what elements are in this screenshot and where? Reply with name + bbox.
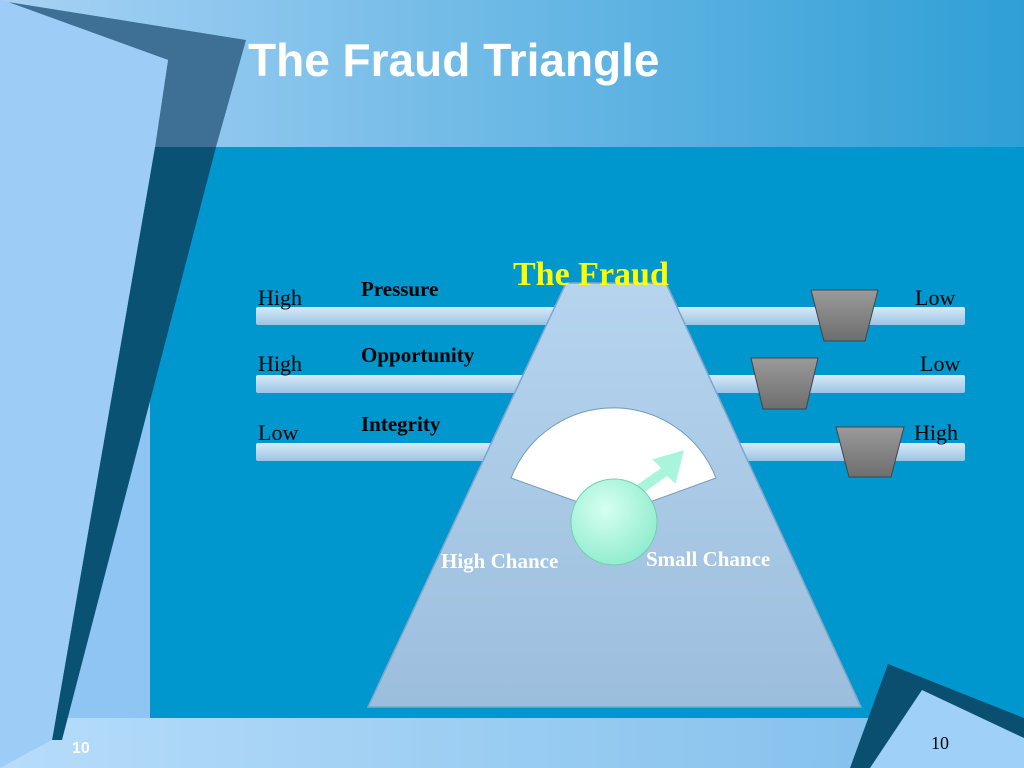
pressure-left-label: High bbox=[258, 285, 302, 310]
pressure-label: Pressure bbox=[361, 277, 439, 301]
gauge-knob bbox=[570, 478, 658, 566]
opportunity-weight bbox=[750, 357, 819, 410]
slide-number-right: 10 bbox=[931, 733, 949, 753]
left-light-strip bbox=[0, 0, 168, 768]
opportunity-left-label: High bbox=[258, 351, 302, 376]
left-dark-wedge bbox=[52, 147, 216, 740]
opportunity-label: Opportunity bbox=[361, 343, 475, 367]
pressure-right-label: Low bbox=[915, 285, 956, 310]
slide-title: The Fraud Triangle bbox=[248, 34, 660, 86]
integrity-left-label: Low bbox=[258, 420, 299, 445]
corner-dark-ribbon bbox=[8, 2, 246, 147]
bottom-right-light-wedge bbox=[870, 690, 1024, 768]
fraud-label: The Fraud bbox=[513, 256, 669, 293]
gauge-dial bbox=[510, 407, 717, 516]
integrity-label: Integrity bbox=[361, 412, 441, 436]
integrity-weight bbox=[835, 426, 905, 478]
high-chance-label: High Chance bbox=[441, 549, 559, 573]
small-chance-label: Small Chance bbox=[646, 547, 771, 571]
integrity-right-label: High bbox=[914, 420, 958, 445]
opportunity-right-label: Low bbox=[920, 351, 961, 376]
slide-number-left: 10 bbox=[72, 740, 90, 757]
pressure-weight bbox=[810, 289, 879, 342]
